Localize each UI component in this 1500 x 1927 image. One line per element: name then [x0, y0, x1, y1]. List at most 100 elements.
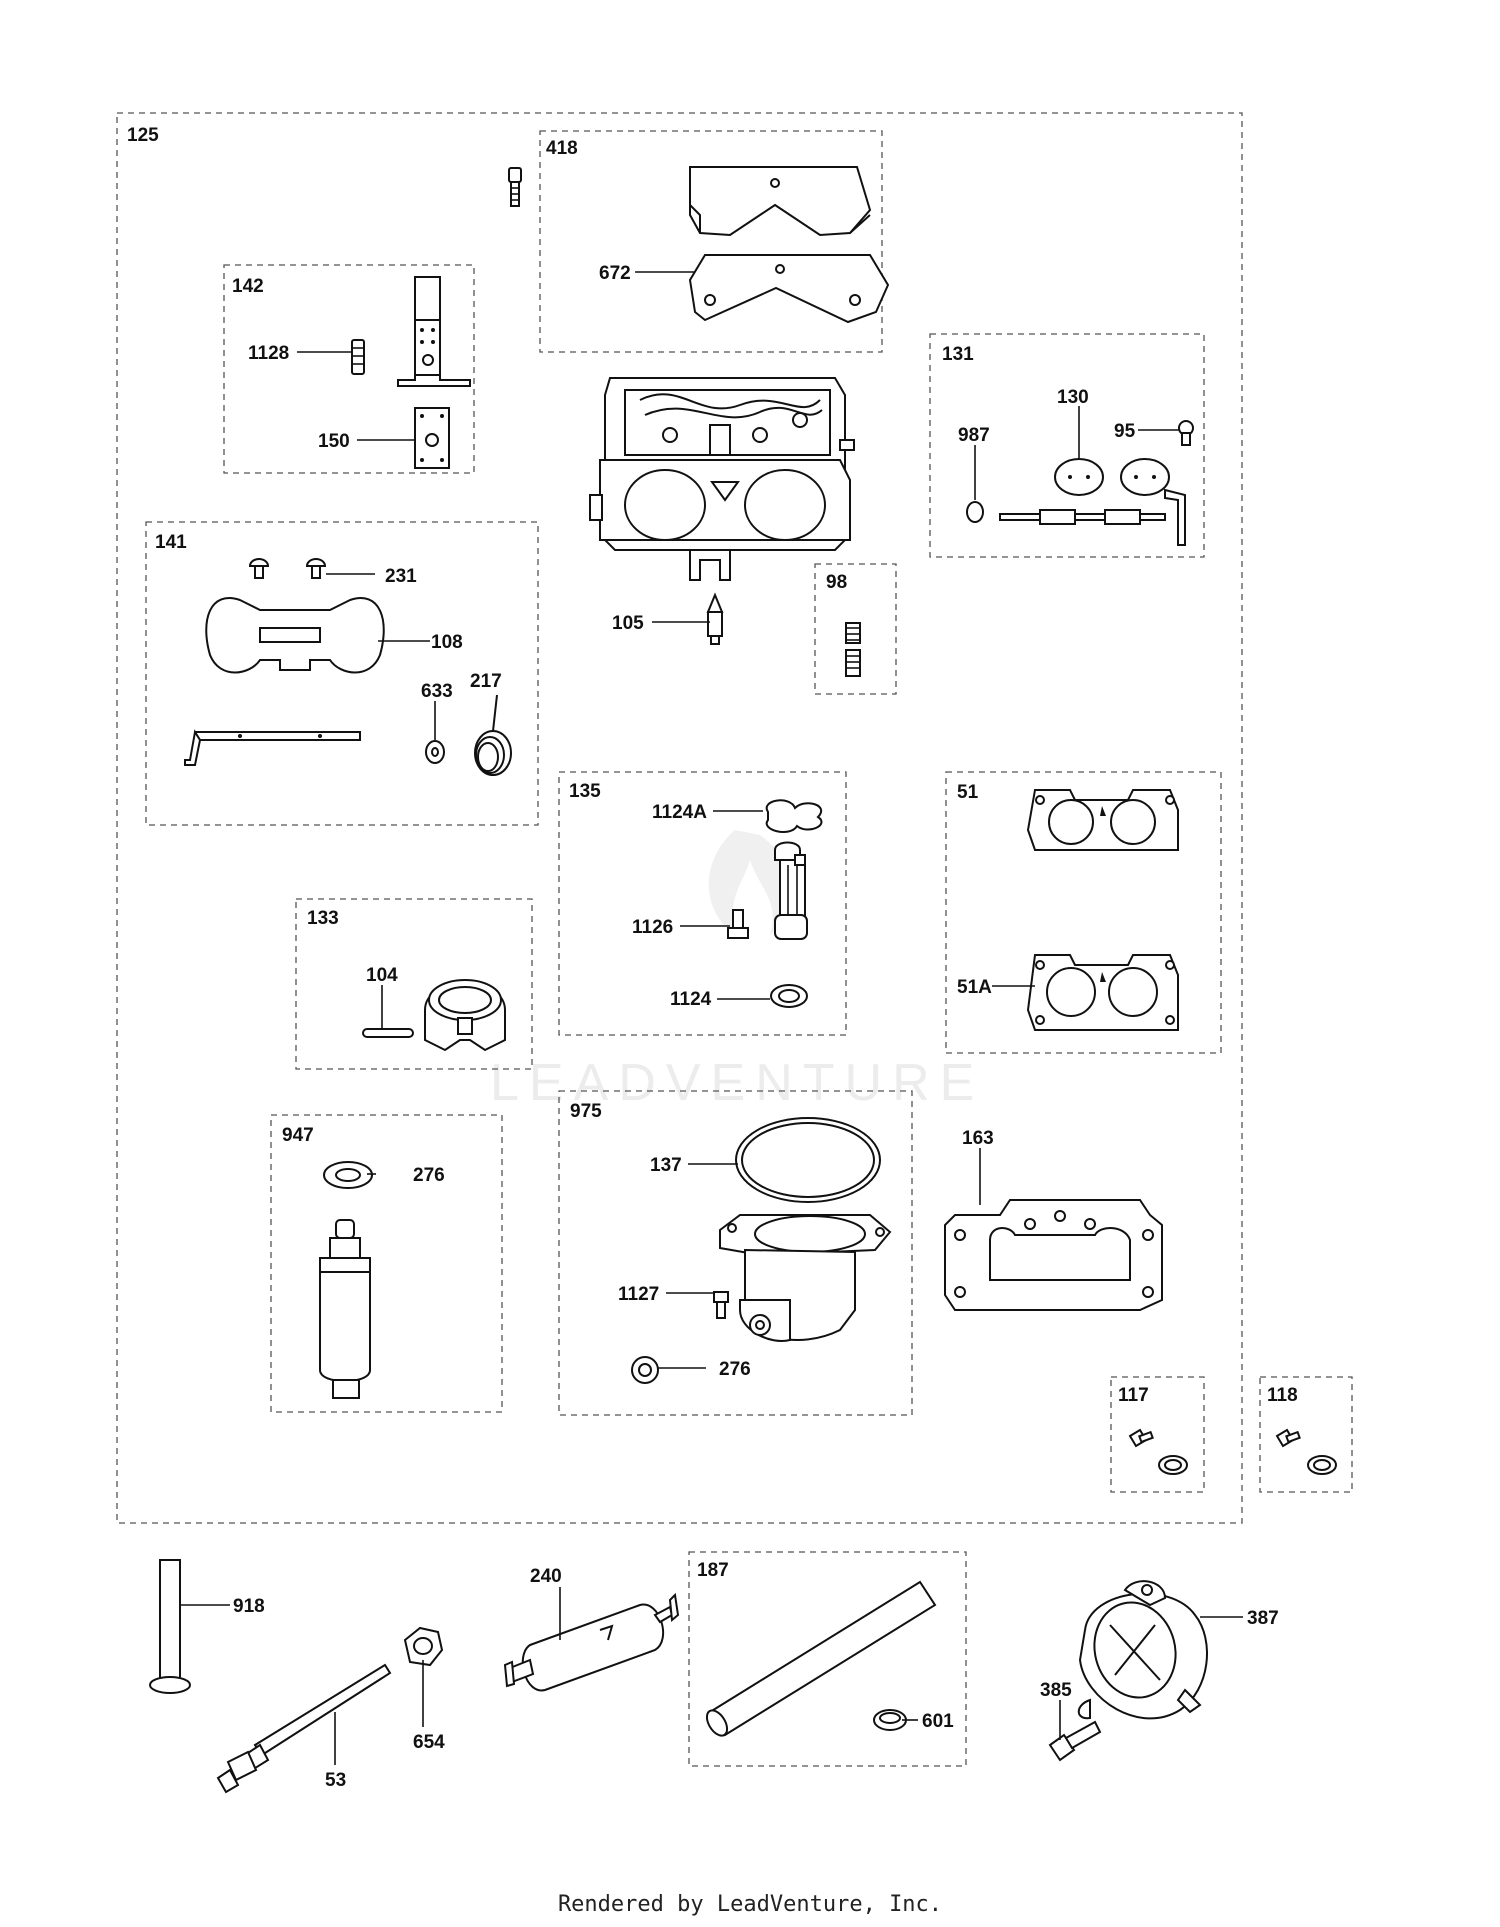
label-987: 987: [958, 425, 990, 446]
group-box-142: [223, 264, 475, 474]
washer-icon: [323, 1161, 373, 1189]
label-385: 385: [1040, 1680, 1072, 1701]
shaft-53-icon: [216, 1663, 392, 1794]
fuel-solenoid-947-icon: [319, 1219, 371, 1399]
label-137: 137: [650, 1155, 682, 1176]
group-box-141: [145, 521, 539, 826]
label-672: 672: [599, 263, 631, 284]
watermark-text: LEADVENTURE: [490, 1054, 984, 1112]
label-387: 387: [1247, 1608, 1279, 1629]
label-633: 633: [421, 681, 453, 702]
group-box-51: [945, 771, 1222, 1054]
label-1124: 1124: [670, 989, 712, 1010]
gasket-672-icon: [688, 254, 890, 324]
label-141: 141: [155, 532, 187, 553]
hose-icon: [705, 1580, 937, 1737]
label-975: 975: [570, 1101, 602, 1122]
leader-lines: [180, 271, 1243, 1765]
screw-icon: [727, 909, 749, 939]
group-box-125: [116, 112, 1243, 1524]
label-104: 104: [366, 965, 398, 986]
group-box-133: [295, 898, 533, 1070]
label-51A: 51A: [957, 977, 992, 998]
plate-108-icon: [205, 597, 385, 674]
label-51: 51: [957, 782, 979, 803]
label-95: 95: [1114, 421, 1136, 442]
bolt-385-icon: [1048, 1720, 1102, 1762]
label-131: 131: [942, 344, 974, 365]
gasket-1124A-icon: [765, 799, 823, 834]
label-231: 231: [385, 566, 417, 587]
label-418: 418: [546, 138, 578, 159]
group-box-118: [1259, 1376, 1353, 1493]
fuel-pump-icon: [1077, 1580, 1208, 1720]
bracket-142-icon: [397, 276, 471, 469]
gasket-51A-icon: [1026, 954, 1179, 1031]
label-105: 105: [612, 613, 644, 634]
group-box-98: [814, 563, 897, 695]
fuel-bowl-tube-icon: [774, 841, 808, 940]
label-601: 601: [922, 1711, 954, 1732]
label-1124A: 1124A: [652, 802, 707, 823]
part-labels: 125 418 672 142 1128 150 131 130 987 95 …: [127, 125, 1298, 1791]
washer-icon: [425, 740, 445, 764]
group-box-418: [539, 130, 883, 353]
spring-217-icon: [474, 694, 512, 776]
nut-654-icon: [403, 1626, 444, 1667]
label-163: 163: [962, 1128, 994, 1149]
label-130: 130: [1057, 387, 1089, 408]
label-918: 918: [233, 1596, 265, 1617]
choke-shaft-icon: [184, 729, 361, 766]
group-box-187: [688, 1551, 967, 1767]
washer-icon: [770, 984, 808, 1008]
label-133: 133: [307, 908, 339, 929]
label-240: 240: [530, 1566, 562, 1587]
fuel-filter-icon: [503, 1592, 680, 1692]
label-187: 187: [697, 1560, 729, 1581]
washer-icon: [1307, 1455, 1337, 1475]
label-654: 654: [413, 1732, 445, 1753]
screw-icon: [248, 558, 327, 579]
label-53: 53: [325, 1770, 346, 1791]
gasket-51-icon: [1026, 789, 1179, 851]
float-133-icon: [424, 979, 506, 1052]
label-947: 947: [282, 1125, 314, 1146]
group-box-131: [929, 333, 1205, 558]
group-box-947: [270, 1114, 503, 1413]
footer-credit: Rendered by LeadVenture, Inc.: [557, 1892, 943, 1917]
label-142: 142: [232, 276, 264, 297]
screw-icon: [713, 1291, 729, 1319]
label-1126: 1126: [632, 917, 673, 938]
o-ring-137-icon: [735, 1117, 881, 1203]
label-125: 125: [127, 125, 159, 146]
screw-icon: [1128, 1428, 1154, 1448]
label-150: 150: [318, 431, 350, 452]
throttle-shaft-icon: [999, 488, 1186, 546]
watermark: LEADVENTURE: [490, 830, 984, 1112]
label-276: 276: [719, 1359, 751, 1380]
group-box-135: [558, 771, 847, 1036]
screw-icon: [1178, 420, 1194, 446]
label-117: 117: [1118, 1385, 1149, 1406]
label-108: 108: [431, 632, 463, 653]
tube-918-icon: [149, 1559, 191, 1694]
label-118: 118: [1267, 1385, 1298, 1406]
gasket-163-icon: [944, 1199, 1163, 1311]
label-1127: 1127: [618, 1284, 659, 1305]
screw-icon: [351, 339, 365, 375]
screw-icon: [1275, 1428, 1301, 1448]
label-1128: 1128: [248, 343, 289, 364]
label-98: 98: [826, 572, 847, 593]
washer-icon: [966, 501, 984, 523]
plate-418-icon: [689, 166, 872, 237]
label-217: 217: [470, 671, 502, 692]
throttle-plate-130-icon: [1054, 458, 1170, 496]
screw-icon: [508, 167, 522, 207]
pin-104-icon: [362, 1028, 414, 1038]
label-135: 135: [569, 781, 601, 802]
spring-98-icon: [845, 622, 861, 677]
group-box-975: [558, 1090, 913, 1416]
group-box-117: [1110, 1376, 1205, 1493]
carburetor-icon: [589, 377, 855, 581]
